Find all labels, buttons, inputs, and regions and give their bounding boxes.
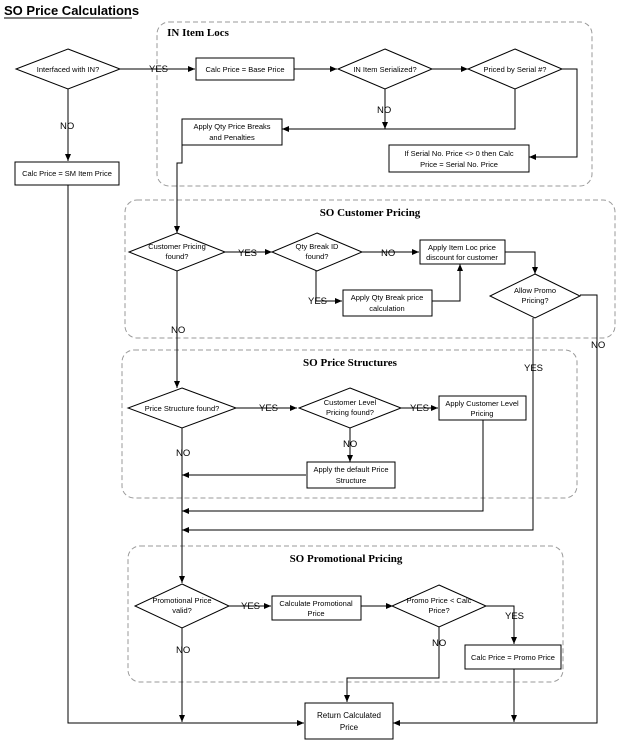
node-label: valid? — [172, 606, 192, 615]
node-label: Calculate Promotional — [279, 599, 353, 608]
node-label: Price — [340, 723, 359, 732]
label-qtybreak-yes: YES — [308, 296, 327, 307]
process-apply-customer-level-pricing: Apply Customer Level Pricing — [438, 395, 527, 421]
section-title-so-customer-pricing: SO Customer Pricing — [320, 207, 421, 219]
process-apply-item-loc-discount: Apply Item Loc price discount for custom… — [419, 239, 506, 265]
process-calc-price-base: Calc Price = Base Price — [195, 57, 295, 81]
edge-apply-qty-to-customer — [174, 144, 183, 233]
node-label: Customer Level — [324, 398, 377, 407]
node-label: Apply Item Loc price — [428, 243, 496, 252]
label-pv-no: NO — [176, 645, 190, 656]
decision-promotional-price-valid: Promotional Price valid? — [133, 583, 231, 629]
section-title-so-promotional-pricing: SO Promotional Pricing — [290, 553, 403, 565]
node-label: Price? — [428, 606, 449, 615]
node-label: Price Structure found? — [145, 404, 220, 413]
node-label: Calc Price = Base Price — [206, 65, 285, 74]
edge-itemloc-to-allow — [505, 251, 538, 274]
node-label: Promo Price < Calc — [407, 596, 472, 605]
label-promolt-yes: YES — [505, 611, 524, 622]
node-label: Apply the default Price — [313, 465, 388, 474]
label-customer-yes: YES — [238, 248, 257, 259]
node-label: Pricing — [471, 409, 494, 418]
edge-serial-to-serial-price — [529, 68, 578, 160]
node-label: Interfaced with IN? — [37, 65, 100, 74]
node-label: Price — [307, 609, 324, 618]
process-calculate-promotional-price: Calculate Promotional Price — [271, 595, 362, 621]
label-allow-yes: YES — [524, 363, 543, 374]
edge-qtybreak-calc-to-itemloc — [432, 264, 463, 302]
label-ps-yes: YES — [259, 403, 278, 414]
node-label: IN Item Serialized? — [353, 65, 416, 74]
label-cl-yes: YES — [410, 403, 429, 414]
node-label: Pricing? — [521, 296, 548, 305]
node-label: Qty Break ID — [296, 242, 340, 251]
edge-promolt-yes — [486, 605, 517, 644]
section-in-item-locs — [156, 21, 593, 187]
node-label: Calc Price = Promo Price — [471, 653, 555, 662]
section-so-price-structures — [121, 349, 578, 499]
node-label: calculation — [369, 304, 404, 313]
edge-qtybreak-yes — [315, 270, 342, 304]
section-title-in-item-locs: IN Item Locs — [167, 27, 229, 39]
label-qtybreak-no: NO — [381, 248, 395, 259]
edge-sm-to-return — [67, 185, 304, 726]
node-label: If Serial No. Price <> 0 then Calc — [404, 149, 513, 158]
label-interfaced-yes: YES — [149, 64, 168, 75]
decision-in-item-serialized: IN Item Serialized? — [336, 48, 434, 90]
decision-allow-promo-pricing: Allow Promo Pricing? — [488, 273, 582, 319]
edges — [65, 66, 598, 726]
edge-serial-to-apply-qty — [282, 89, 516, 132]
process-calc-price-sm-item: Calc Price = SM Item Price — [14, 161, 120, 186]
edge-promolt-no — [344, 627, 440, 702]
page-title: SO Price Calculations — [4, 3, 139, 18]
node-label: Apply Customer Level — [445, 399, 519, 408]
decision-customer-level-pricing-found: Customer Level Pricing found? — [297, 387, 403, 429]
process-calc-price-promo: Calc Price = Promo Price — [464, 644, 562, 670]
node-label: discount for customer — [426, 253, 498, 262]
label-promolt-no: NO — [432, 638, 446, 649]
process-return-calculated-price: Return Calculated Price — [304, 702, 394, 740]
node-label: Priced by Serial #? — [484, 65, 547, 74]
label-interfaced-no: NO — [60, 121, 74, 132]
label-allow-no: NO — [591, 340, 605, 351]
label-pv-yes: YES — [241, 601, 260, 612]
decision-customer-pricing-found: Customer Pricing found? — [127, 232, 227, 272]
decision-priced-by-serial: Priced by Serial #? — [466, 48, 564, 90]
node-label: Calc Price = SM Item Price — [22, 169, 112, 178]
decision-interfaced-with-in: Interfaced with IN? — [14, 48, 122, 90]
decision-price-structure-found: Price Structure found? — [126, 387, 238, 429]
node-label: and Penalties — [209, 133, 255, 142]
decision-promo-price-lt-calc: Promo Price < Calc Price? — [390, 584, 488, 628]
node-label: Customer Pricing — [148, 242, 206, 251]
node-label: Return Calculated — [317, 711, 381, 720]
process-apply-qty-price-breaks: Apply Qty Price Breaks and Penalties — [181, 118, 283, 146]
node-label: Pricing found? — [326, 408, 374, 417]
node-label: Apply Qty Break price — [351, 293, 424, 302]
process-apply-qty-break-calc: Apply Qty Break price calculation — [342, 289, 433, 317]
label-customer-no: NO — [171, 325, 185, 336]
node-label: Structure — [336, 476, 366, 485]
label-ps-no: NO — [176, 448, 190, 459]
section-title-so-price-structures: SO Price Structures — [303, 357, 398, 369]
node-label: Allow Promo — [514, 286, 556, 295]
node-label: Apply Qty Price Breaks — [193, 122, 270, 131]
node-label: Promotional Price — [152, 596, 211, 605]
label-serialized-no: NO — [377, 105, 391, 116]
node-label: found? — [166, 252, 189, 261]
edge-allow-no — [393, 294, 598, 726]
decision-qty-break-id-found: Qty Break ID found? — [270, 232, 364, 272]
process-apply-default-price-structure: Apply the default Price Structure — [306, 461, 396, 489]
node-label: Price = Serial No. Price — [420, 160, 498, 169]
process-serial-no-price: If Serial No. Price <> 0 then Calc Price… — [388, 144, 530, 173]
label-cl-no: NO — [343, 439, 357, 450]
edge-allow-yes — [182, 318, 534, 533]
edge-customer-level-to-main — [182, 420, 484, 514]
edge-labels: YES NO NO YES NO NO YES YES NO YES NO YE… — [60, 64, 605, 656]
section-so-customer-pricing — [124, 199, 616, 339]
node-label: found? — [306, 252, 329, 261]
